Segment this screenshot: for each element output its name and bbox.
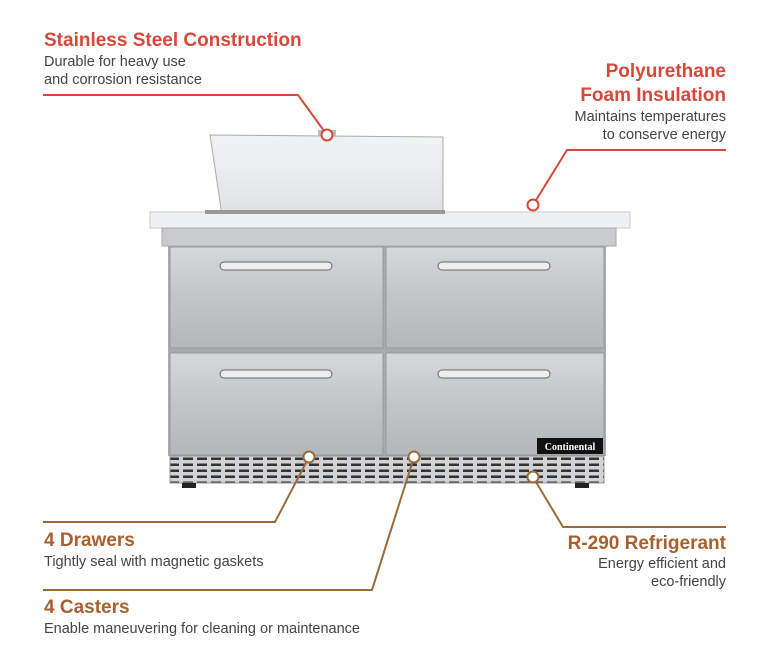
callout-line-refrigerant — [532, 476, 726, 528]
countertop — [149, 211, 631, 229]
callout-dot — [526, 198, 540, 212]
callout-dot — [526, 470, 540, 484]
drawer-handle[interactable] — [219, 369, 333, 379]
svg-text:Continental: Continental — [545, 442, 596, 453]
callout-line-drawers — [43, 456, 310, 523]
callout-title-drawers: 4 Drawers — [44, 530, 135, 551]
drawer-top-right[interactable] — [385, 246, 605, 349]
callout-text: Durable for heavy use — [44, 54, 186, 70]
callout-text: eco-friendly — [651, 574, 726, 590]
callout-line-steel — [43, 94, 328, 136]
callout-text: to conserve energy — [602, 127, 726, 143]
drawer-handle[interactable] — [437, 261, 551, 271]
callout-text: Energy efficient and — [598, 556, 726, 572]
callout-text: Tightly seal with magnetic gaskets — [44, 554, 264, 570]
open-lid — [209, 130, 444, 216]
top-rail — [161, 227, 617, 247]
callout-dot — [407, 450, 421, 464]
callout-title-insulation: Foam Insulation — [580, 85, 726, 106]
drawer-bottom-left[interactable] — [169, 352, 384, 456]
callout-title-refrigerant: R-290 Refrigerant — [567, 533, 726, 554]
drawer-top-left[interactable] — [169, 246, 384, 349]
callout-title-insulation: Polyurethane — [605, 61, 726, 82]
callout-dot — [302, 450, 316, 464]
callout-line-insulation — [532, 149, 726, 206]
callout-text: Maintains temperatures — [574, 109, 726, 125]
callout-title-casters: 4 Casters — [44, 597, 130, 618]
callout-dot — [320, 128, 334, 142]
callout-text: Enable maneuvering for cleaning or maint… — [44, 621, 360, 637]
callout-line-casters — [43, 456, 415, 591]
drawer-handle[interactable] — [437, 369, 551, 379]
brand-logo: Continental — [537, 438, 603, 454]
callout-text: and corrosion resistance — [44, 72, 202, 88]
callout-title-steel: Stainless Steel Construction — [44, 30, 302, 51]
drawer-handle[interactable] — [219, 261, 333, 271]
